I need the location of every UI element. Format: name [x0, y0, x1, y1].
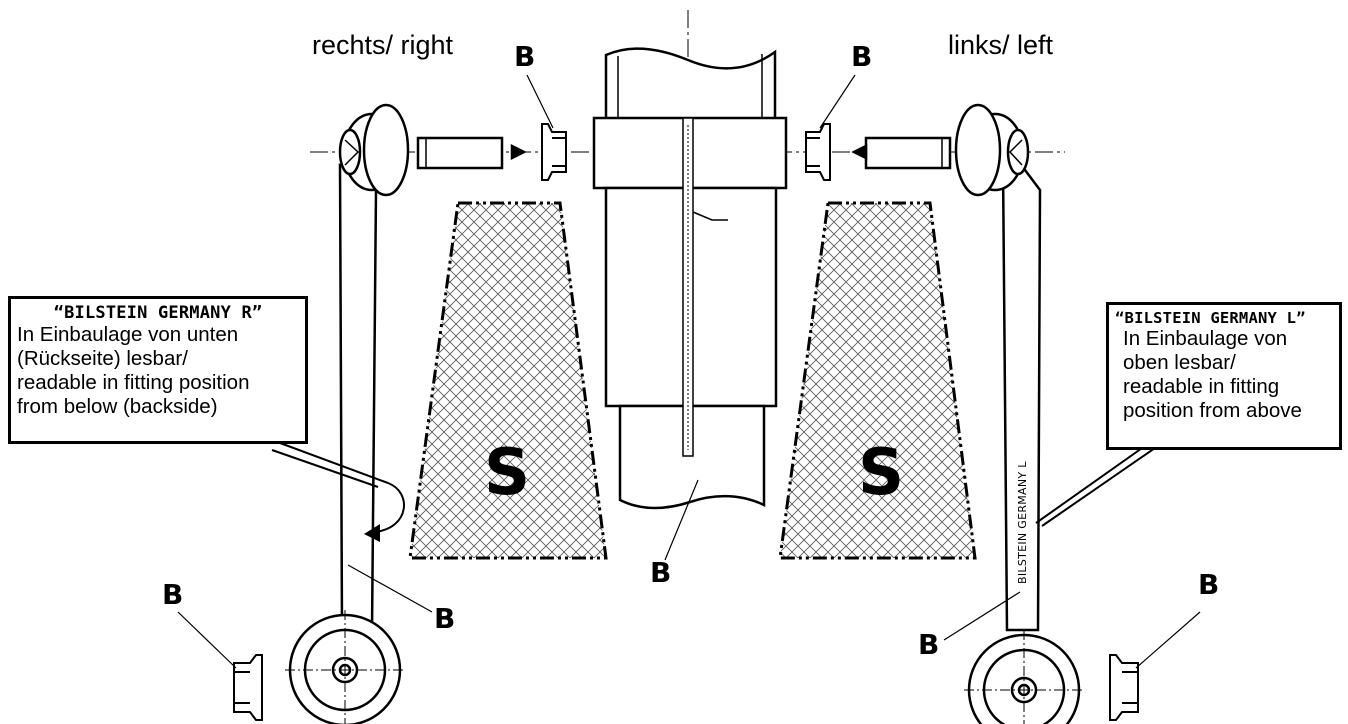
protective-block-left	[408, 201, 608, 560]
callout-right-side-link: “BILSTEIN GERMANY R” In Einbaulage von u…	[8, 296, 308, 444]
eye-center-lines	[285, 610, 1084, 724]
callout-left-line-4: position from above	[1123, 399, 1302, 422]
callout-right-line-4: from below (backside)	[17, 395, 218, 418]
nut-upper-left-side	[805, 123, 831, 181]
callout-right-line-3: readable in fitting position	[17, 371, 250, 394]
callout-pointers	[271, 439, 1156, 533]
part-label-b-link-left-side: B	[918, 628, 940, 661]
protective-block-right	[778, 201, 977, 560]
block-label-s-left: S	[484, 436, 531, 510]
callout-left-side-link: “BILSTEIN GERMANY L” In Einbaulage von o…	[1106, 302, 1342, 450]
part-label-b-nut-upper-right-side: B	[514, 40, 536, 73]
nut-lower-right-side	[233, 654, 263, 721]
part-label-b-strut: B	[650, 556, 672, 589]
callout-left-title: “BILSTEIN GERMANY L”	[1115, 309, 1306, 327]
strut-marking-strip	[682, 117, 728, 457]
part-label-b-nut-lower-right-side: B	[162, 578, 184, 611]
callout-left-line-3: readable in fitting	[1123, 375, 1280, 398]
nut-lower-left-side	[1109, 654, 1139, 721]
nut-upper-right-side	[541, 123, 567, 181]
callout-right-line-1: In Einbaulage von unten	[17, 323, 239, 346]
part-label-b-nut-upper-left-side: B	[851, 40, 873, 73]
callout-right-title: “BILSTEIN GERMANY R”	[53, 303, 263, 323]
callout-left-line-2: oben lesbar/	[1123, 351, 1236, 374]
callout-right-line-2: (Rückseite) lesbar/	[17, 347, 188, 370]
label-right-side: rechts/ right	[312, 30, 454, 60]
callout-left-line-1: In Einbaulage von	[1123, 327, 1288, 350]
link-bar-marking: BILSTEIN GERMANY L	[1016, 461, 1029, 584]
label-left-side: links/ left	[948, 30, 1054, 60]
arrow-head	[364, 524, 380, 542]
part-label-b-nut-lower-left-side: B	[1198, 568, 1220, 601]
part-label-b-link-right-side: B	[434, 602, 456, 635]
leader-lines	[177, 74, 1201, 669]
block-label-s-right: S	[858, 436, 905, 510]
